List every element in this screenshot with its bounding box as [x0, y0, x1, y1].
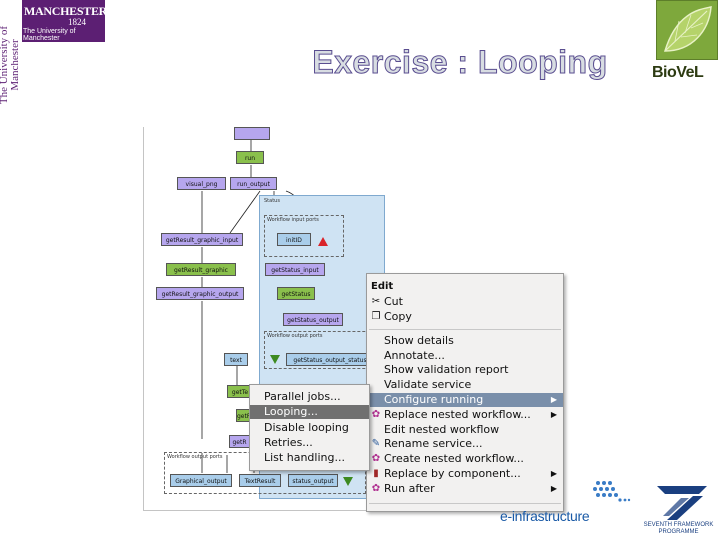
submenu-arrow-icon: ▶ — [550, 395, 557, 404]
menu-item-copy[interactable]: ❐ Copy — [371, 310, 412, 323]
einfrastructure-logo: e-infrastructure — [500, 480, 635, 528]
menu-item-annotate[interactable]: Annotate... — [384, 349, 445, 362]
workflow-node-getresult-graphic-output[interactable]: getResult_graphic_output — [156, 287, 244, 300]
workflow-node-getstatus-output-status[interactable]: getStatus_output_status — [286, 353, 374, 366]
menu-item-show-details[interactable]: Show details — [384, 334, 454, 347]
submenu-arrow-icon: ▶ — [550, 410, 557, 419]
menu-item-validate-service[interactable]: Validate service — [384, 378, 472, 391]
fp7-seven-icon — [657, 486, 707, 520]
fp7-logo: SEVENTH FRAMEWORK PROGRAMME — [637, 482, 720, 540]
workflow-node-getstatus-input[interactable]: getStatus_input — [265, 263, 325, 276]
context-menu-title: Edit — [371, 281, 394, 292]
output-ports-label: Workflow output ports — [267, 333, 323, 339]
input-ports-label: Workflow input ports — [267, 217, 319, 223]
menu-item-create-nested-workflow[interactable]: ✿ Create nested workflow... — [371, 452, 524, 465]
workflow-node-getr[interactable]: getR — [236, 409, 250, 422]
workflow-node-top[interactable] — [234, 127, 270, 140]
workflow-node-textresult[interactable]: TextResult — [239, 474, 281, 487]
warning-icon — [318, 237, 328, 246]
menu-separator — [369, 329, 561, 330]
einfrastructure-logo-text: e-infrastructure — [500, 508, 590, 524]
submenu-arrow-icon: ▶ — [550, 484, 557, 493]
input-ports-frame — [264, 215, 344, 257]
submenu-item-retries[interactable]: Retries... — [264, 436, 313, 449]
workflow-node-status-output[interactable]: status_output — [288, 474, 338, 487]
submenu-item-parallel-jobs[interactable]: Parallel jobs... — [264, 390, 341, 403]
workflow-node-getr-2[interactable]: getR — [229, 435, 250, 448]
workflow-node-text[interactable]: text — [224, 353, 248, 366]
workflow-node-getstatus[interactable]: getStatus — [277, 287, 315, 300]
biovel-logo: BioVeL — [652, 0, 720, 90]
menu-item-configure-running[interactable]: Configure running ▶ — [367, 393, 563, 407]
manchester-logo-name: MANCHESTER — [24, 4, 108, 18]
menu-item-show-validation-report[interactable]: Show validation report — [384, 363, 509, 376]
rename-icon: ✎ — [371, 438, 381, 449]
submenu-item-list-handling[interactable]: List handling... — [264, 451, 345, 464]
submenu-item-looping[interactable]: Looping... — [250, 405, 369, 419]
workflow-diagram: run visual_png run_output Status Workflo… — [143, 127, 392, 511]
outer-output-ports-label: Workflow output ports — [167, 454, 223, 460]
component-icon: ▮ — [373, 468, 379, 479]
manchester-logo: MANCHESTER 1824 The University of Manche… — [0, 0, 108, 104]
run-after-icon: ✿ — [371, 483, 381, 494]
manchester-logo-subtitle: The University of Manchester — [23, 28, 76, 42]
copy-icon: ❐ — [371, 311, 381, 322]
workflow-node-run-output[interactable]: run_output — [230, 177, 277, 190]
slide-title: Exercise : Looping — [312, 44, 608, 81]
menu-item-cut[interactable]: ✂ Cut — [371, 295, 403, 308]
workflow-node-run[interactable]: run — [236, 151, 264, 164]
manchester-logo-vertical-text: The University of Manchester — [0, 25, 21, 105]
output-port-icon — [270, 355, 280, 364]
menu-item-run-after[interactable]: ✿ Run after ▶ — [371, 482, 557, 495]
submenu-arrow-icon: ▶ — [550, 469, 557, 478]
biovel-logo-text: BioVeL — [652, 64, 704, 81]
leaf-icon — [656, 0, 718, 60]
menu-item-replace-by-component[interactable]: ▮ Replace by component... ▶ — [367, 467, 563, 481]
menu-item-edit-nested-workflow[interactable]: Edit nested workflow — [384, 423, 500, 436]
dots-icon — [593, 481, 631, 502]
gear-icon: ✿ — [371, 453, 381, 464]
menu-item-replace-nested-workflow[interactable]: ✿ Replace nested workflow... ▶ — [371, 408, 557, 421]
menu-separator — [369, 503, 561, 504]
fp7-logo-caption: SEVENTH FRAMEWORK PROGRAMME — [643, 522, 714, 535]
configure-running-submenu: Parallel jobs... Looping... Disable loop… — [249, 384, 370, 471]
nested-workflow-label: Status — [264, 198, 280, 204]
workflow-node-getresult-graphic-input[interactable]: getResult_graphic_input — [161, 233, 243, 246]
workflow-node-graphical-output[interactable]: Graphical_output — [170, 474, 232, 487]
scissors-icon: ✂ — [371, 296, 381, 307]
workflow-node-initid[interactable]: initID — [277, 233, 311, 246]
menu-item-rename-service[interactable]: ✎ Rename service... — [371, 437, 483, 450]
workflow-node-visual-png[interactable]: visual_png — [177, 177, 226, 190]
manchester-logo-block — [22, 0, 105, 42]
gear-icon: ✿ — [371, 409, 381, 420]
manchester-logo-year: 1824 — [68, 17, 86, 27]
workflow-node-getstatus-output[interactable]: getStatus_output — [283, 313, 343, 326]
context-menu: Edit ✂ Cut ❐ Copy Show details Annotate.… — [366, 273, 564, 512]
output-port-icon — [343, 477, 353, 486]
submenu-item-disable-looping[interactable]: Disable looping — [264, 421, 349, 434]
workflow-node-getresult-graphic[interactable]: getResult_graphic — [166, 263, 236, 276]
